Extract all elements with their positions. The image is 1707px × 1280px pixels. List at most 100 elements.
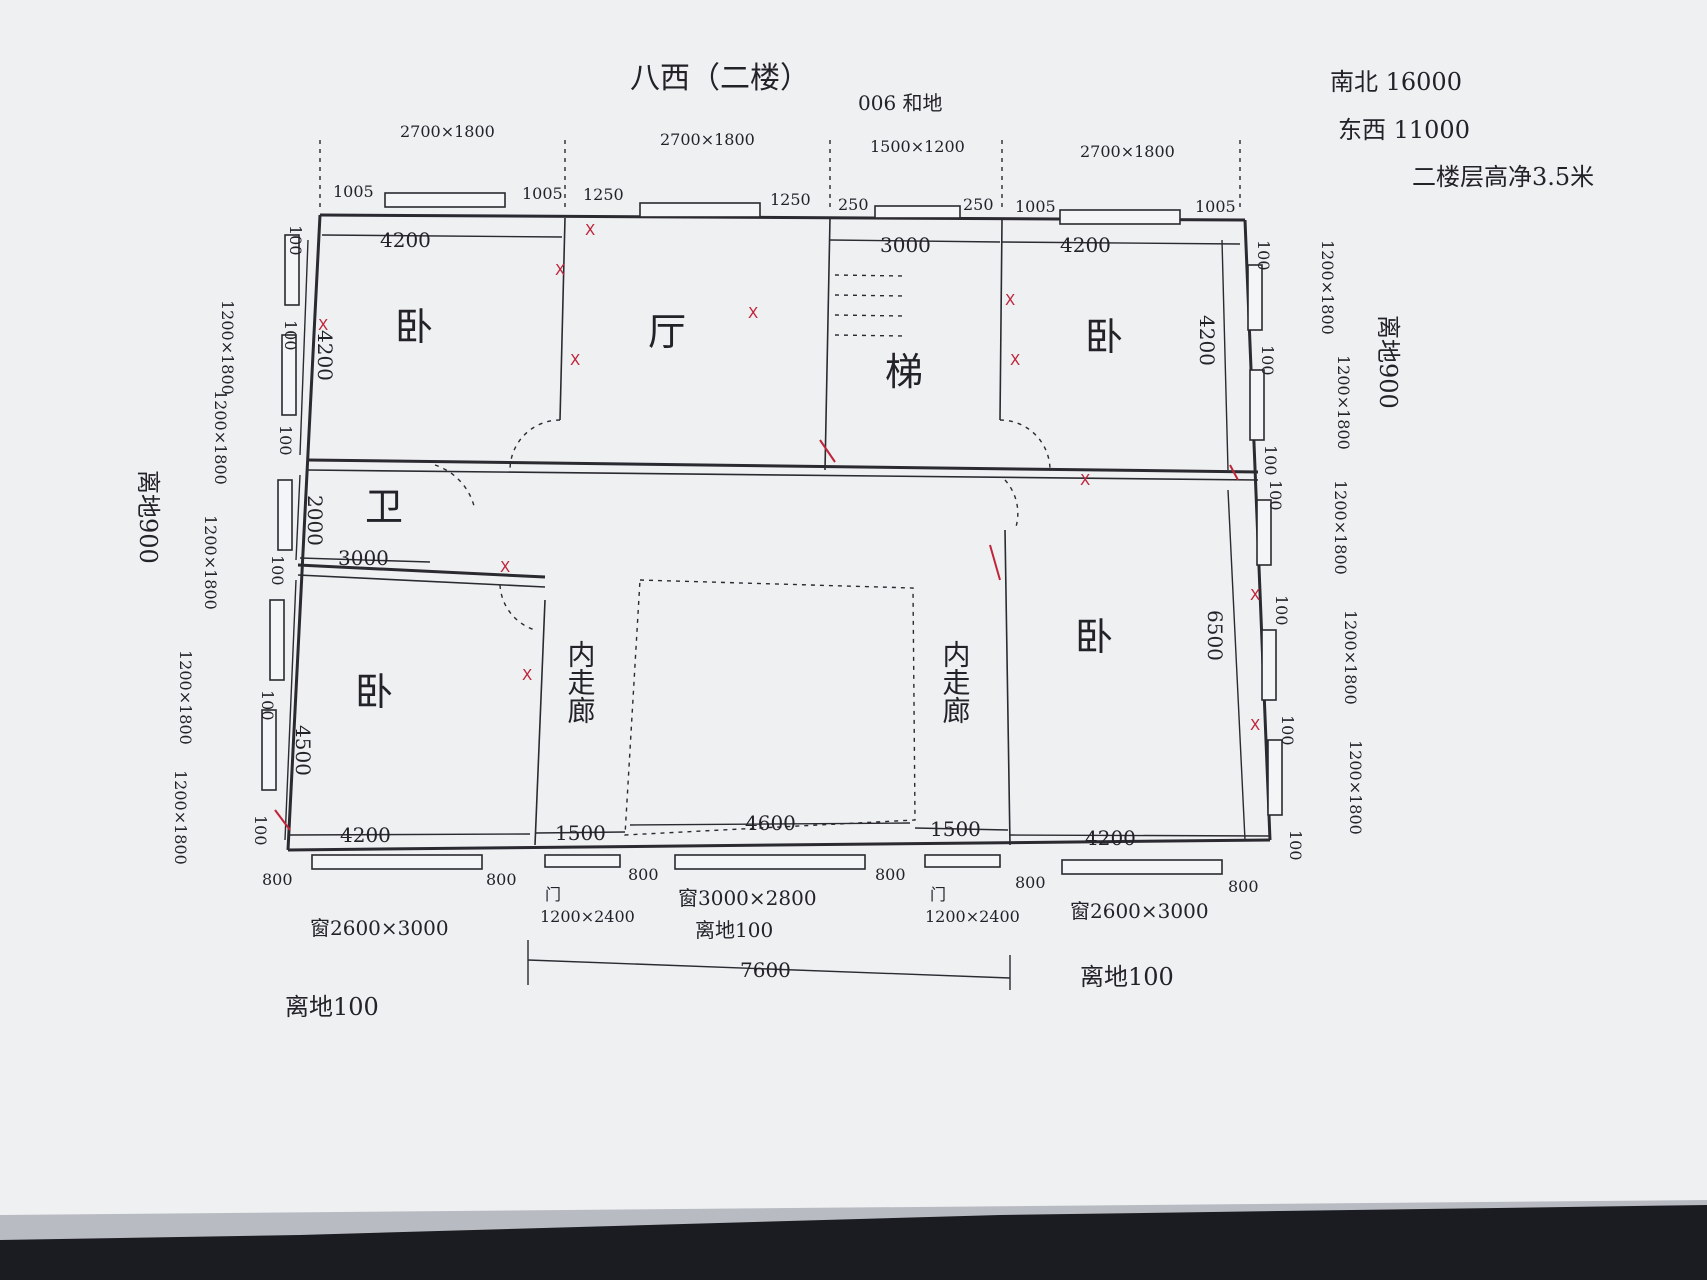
- red-mark-12: X: [522, 666, 532, 684]
- right-span-1: 4200: [1195, 315, 1219, 366]
- left-seg-2: 100: [281, 320, 300, 351]
- bottom-span-4: 1500: [930, 817, 981, 841]
- bottom-door-left-label: 门: [545, 885, 561, 904]
- window-bottom-center: [674, 854, 866, 870]
- red-mark-11: X: [1250, 716, 1260, 734]
- top-span-3: 4200: [1060, 233, 1111, 257]
- bottom-seg-1: 800: [262, 870, 293, 889]
- room-hall: 厅: [648, 310, 686, 354]
- table-edge: [0, 1205, 1707, 1280]
- window-top-2: [639, 202, 761, 218]
- plan-title: 八西（二楼）: [630, 61, 810, 96]
- bottom-seg-6: 800: [1228, 877, 1259, 896]
- window-top-3: [874, 205, 961, 219]
- window-right-1: [1247, 264, 1263, 331]
- left-seg-3: 100: [276, 425, 295, 456]
- left-seg-6: 100: [251, 815, 270, 846]
- right-span-2: 6500: [1203, 610, 1227, 661]
- left-seg-5: 100: [258, 690, 277, 721]
- top-seg-1: 1005: [333, 182, 374, 201]
- left-window-label-3: 1200×1800: [201, 515, 220, 610]
- bottom-sill-right: 离地100: [1080, 963, 1174, 991]
- top-seg-8: 1005: [1195, 197, 1236, 216]
- stair-treads: [834, 274, 906, 337]
- bottom-span-3: 4600: [745, 811, 796, 835]
- room-bedroom-ne: 卧: [1085, 315, 1123, 359]
- left-window-label-4: 1200×1800: [176, 650, 195, 745]
- right-window-label-3: 1200×1800: [1331, 480, 1350, 575]
- right-window-label-4: 1200×1800: [1341, 610, 1360, 705]
- bottom-overall: 7600: [740, 958, 791, 982]
- right-seg-3: 100: [1261, 445, 1280, 476]
- red-mark-6: X: [1010, 351, 1020, 369]
- window-left-2: [281, 334, 297, 416]
- window-right-5: [1267, 739, 1283, 816]
- bottom-window-center-label: 窗3000×2800: [678, 886, 817, 910]
- top-edge: 1005 1005 1250 1250 250 250 1005 1005 27…: [319, 122, 1241, 257]
- red-marks: X X X X X X X X X X X X: [274, 221, 1260, 831]
- red-mark-10: X: [1250, 586, 1260, 604]
- right-seg-7: 100: [1286, 830, 1305, 861]
- bottom-window-left-label: 窗2600×3000: [310, 916, 449, 940]
- interior-walls: [297, 217, 1259, 846]
- right-edge: 1200×1800 1200×1800 1200×1800 1200×1800 …: [1195, 239, 1402, 861]
- top-seg-2: 1005: [522, 184, 563, 203]
- right-window-label-5: 1200×1800: [1346, 740, 1365, 835]
- room-bedroom-nw: 卧: [395, 305, 433, 349]
- left-span-2: 2000: [303, 495, 327, 546]
- window-bottom-left: [311, 854, 483, 870]
- red-stroke-1: [819, 439, 836, 463]
- bottom-span-5: 4200: [1085, 826, 1136, 850]
- paper-sheet: [0, 0, 1707, 1215]
- room-bedroom-se: 卧: [1075, 615, 1113, 659]
- left-seg-1: 100: [286, 225, 305, 256]
- note-north-south: 南北 16000: [1330, 68, 1462, 96]
- red-mark-9: X: [500, 558, 510, 576]
- window-right-3: [1256, 499, 1272, 566]
- top-window-label-1: 2700×1800: [400, 122, 495, 141]
- top-span-1: 4200: [380, 228, 431, 252]
- top-seg-3: 1250: [583, 185, 624, 204]
- bottom-seg-5: 800: [1015, 873, 1046, 892]
- red-mark-1: X: [585, 221, 595, 239]
- left-span-1: 4200: [313, 330, 337, 381]
- window-left-5: [261, 709, 277, 791]
- bottom-seg-4: 800: [875, 865, 906, 884]
- left-window-label-1: 1200×1800: [218, 300, 237, 395]
- bottom-span-1: 4200: [340, 823, 391, 847]
- left-window-label-5: 1200×1800: [171, 770, 190, 865]
- bottom-seg-3: 800: [628, 865, 659, 884]
- top-seg-6: 250: [963, 195, 994, 214]
- right-sill-note: 离地900: [1374, 315, 1402, 409]
- window-left-1: [284, 234, 300, 306]
- left-span-3: 4500: [291, 725, 315, 776]
- red-mark-7: X: [318, 316, 328, 334]
- top-window-label-3: 1500×1200: [870, 137, 965, 156]
- right-seg-6: 100: [1278, 715, 1297, 746]
- window-left-4: [269, 599, 285, 681]
- bath-width: 3000: [338, 546, 389, 570]
- door-bottom-right: [924, 854, 1001, 868]
- right-window-label-1: 1200×1800: [1318, 240, 1337, 335]
- red-stroke-4: [1229, 464, 1239, 481]
- top-seg-7: 1005: [1015, 197, 1056, 216]
- left-edge: 1200×1800 1200×1800 1200×1800 1200×1800 …: [134, 225, 431, 865]
- right-window-label-2: 1200×1800: [1334, 355, 1353, 450]
- red-mark-3: X: [748, 304, 758, 322]
- red-mark-2: X: [555, 261, 565, 279]
- room-bedroom-sw: 卧: [355, 670, 393, 714]
- bottom-sill-left: 离地100: [285, 993, 379, 1021]
- bottom-window-right-label: 窗2600×3000: [1070, 899, 1209, 923]
- bottom-door-right-label: 门: [930, 885, 946, 904]
- window-top-4: [1059, 209, 1181, 225]
- left-seg-4: 100: [268, 555, 287, 586]
- red-stroke-2: [989, 544, 1001, 581]
- top-center-note: 006 和地: [858, 91, 943, 115]
- door-bottom-left: [544, 854, 621, 868]
- bottom-span-2: 1500: [555, 821, 606, 845]
- bottom-edge: 4200 1500 4600 1500 4200 800 800 800 800…: [262, 811, 1271, 1021]
- bottom-sill-center: 离地100: [695, 918, 773, 942]
- top-window-label-4: 2700×1800: [1080, 142, 1175, 161]
- window-left-3: [277, 479, 293, 551]
